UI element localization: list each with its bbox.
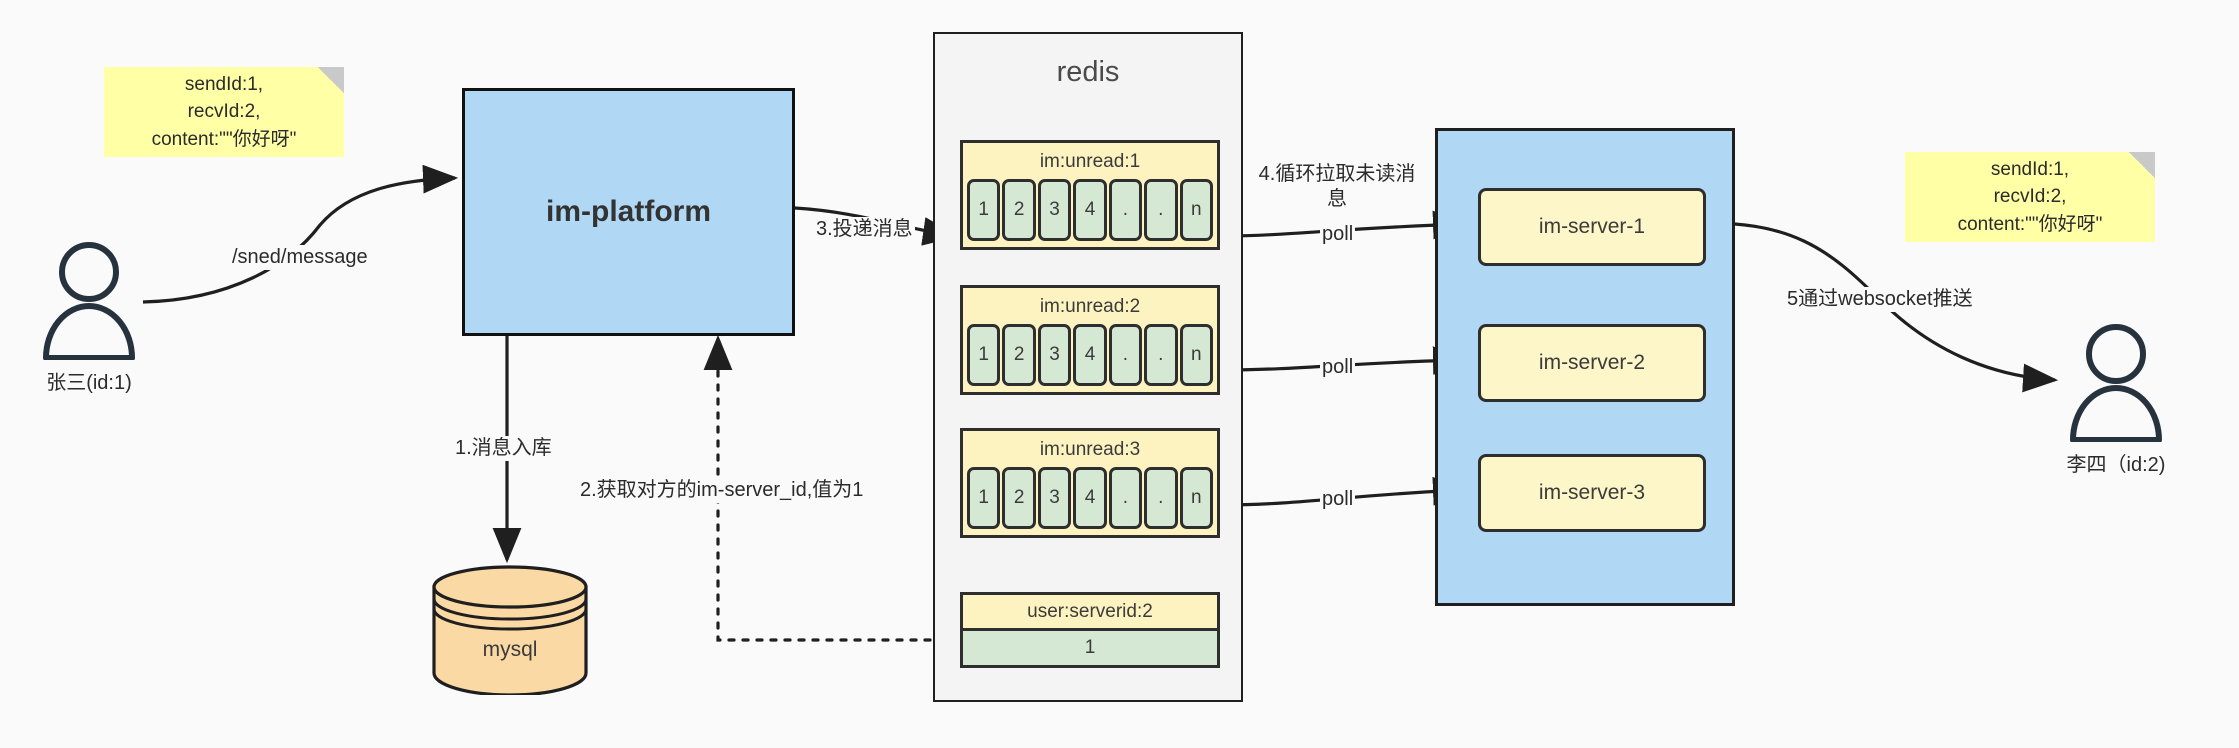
mysql-datastore[interactable]: mysql (430, 565, 590, 697)
list-cell[interactable]: 3 (1037, 324, 1072, 386)
list-cell[interactable]: 1 (967, 467, 1001, 529)
list-cell[interactable]: 4 (1073, 467, 1107, 529)
redis-list-im-unread-1[interactable]: im:unread:1 1 2 3 4 . . n (960, 140, 1220, 250)
edge-label-poll-1: poll (1320, 222, 1356, 247)
im-server-3-label: im-server-3 (1538, 481, 1646, 504)
redis-list-key: im:unread:2 (1039, 296, 1141, 317)
im-server-1-box[interactable]: im-server-1 (1478, 188, 1706, 266)
edge-label-step3: 3.投递消息 (814, 217, 915, 242)
list-cell[interactable]: 3 (1037, 179, 1072, 241)
im-server-2-box[interactable]: im-server-2 (1478, 324, 1706, 402)
redis-list-im-unread-2[interactable]: im:unread:2 1 2 3 4 . . n (960, 285, 1220, 395)
edge-label-poll-2: poll (1320, 355, 1356, 380)
list-cell[interactable]: 1 (967, 179, 1001, 241)
edge-label-send-message: /sned/message (230, 245, 370, 270)
list-cell[interactable]: . (1144, 179, 1178, 241)
mysql-label: mysql (482, 637, 538, 661)
sticky-note-left-text: sendId:1, recvId:2, content:""你好呀" (151, 73, 297, 150)
redis-list-cells: 1 2 3 4 . . n (967, 467, 1213, 529)
actor-receiver: 李四（id:2) (2065, 322, 2167, 476)
sticky-note-left: sendId:1, recvId:2, content:""你好呀" (104, 67, 344, 157)
list-cell[interactable]: 1 (967, 324, 1001, 386)
actor-sender: 张三(id:1) (38, 240, 140, 394)
redis-kv-user-serverid[interactable]: user:serverid:2 1 (960, 592, 1220, 668)
list-cell[interactable]: n (1179, 467, 1213, 529)
list-cell[interactable]: n (1179, 324, 1213, 386)
list-cell[interactable]: . (1108, 179, 1143, 241)
list-cell[interactable]: 2 (1002, 467, 1036, 529)
redis-list-cells: 1 2 3 4 . . n (967, 179, 1213, 241)
edge-label-step1: 1.消息入库 (453, 436, 554, 461)
database-cylinder-icon (432, 565, 588, 697)
redis-list-cells: 1 2 3 4 . . n (967, 324, 1213, 386)
im-server-3-box[interactable]: im-server-3 (1478, 454, 1706, 532)
list-cell[interactable]: . (1108, 324, 1143, 386)
list-cell[interactable]: 4 (1073, 179, 1107, 241)
edge-label-step4: 4.循环拉取未读消息 (1255, 162, 1419, 212)
redis-kv-value: 1 (963, 628, 1217, 665)
actor-sender-label: 张三(id:1) (46, 372, 132, 394)
im-platform-label: im-platform (546, 195, 711, 228)
redis-list-im-unread-3[interactable]: im:unread:3 1 2 3 4 . . n (960, 428, 1220, 538)
redis-title: redis (1056, 56, 1120, 88)
user-icon (2070, 324, 2162, 443)
list-cell[interactable]: . (1144, 324, 1178, 386)
sticky-note-right: sendId:1, recvId:2, content:""你好呀" (1905, 152, 2155, 242)
list-cell[interactable]: 4 (1073, 324, 1107, 386)
actor-receiver-label: 李四（id:2) (2066, 454, 2166, 476)
note-fold-icon (318, 67, 344, 93)
sticky-note-right-text: sendId:1, recvId:2, content:""你好呀" (1957, 158, 2103, 235)
user-icon (43, 242, 135, 361)
note-fold-icon (2129, 152, 2155, 178)
im-server-1-label: im-server-1 (1538, 215, 1646, 238)
edge-label-step2: 2.获取对方的im-server_id,值为1 (578, 478, 866, 503)
redis-kv-key: user:serverid:2 (1027, 601, 1153, 622)
edge-label-step5: 5通过websocket推送 (1785, 287, 1975, 312)
list-cell[interactable]: 2 (1002, 324, 1036, 386)
list-cell[interactable]: 2 (1002, 179, 1036, 241)
redis-list-key: im:unread:1 (1039, 151, 1141, 172)
list-cell[interactable]: . (1144, 467, 1178, 529)
im-server-2-label: im-server-2 (1538, 351, 1646, 374)
list-cell[interactable]: 3 (1037, 467, 1072, 529)
list-cell[interactable]: . (1108, 467, 1143, 529)
edge-label-poll-3: poll (1320, 487, 1356, 512)
im-platform-box[interactable]: im-platform (462, 88, 795, 336)
list-cell[interactable]: n (1179, 179, 1213, 241)
redis-list-key: im:unread:3 (1039, 439, 1141, 460)
